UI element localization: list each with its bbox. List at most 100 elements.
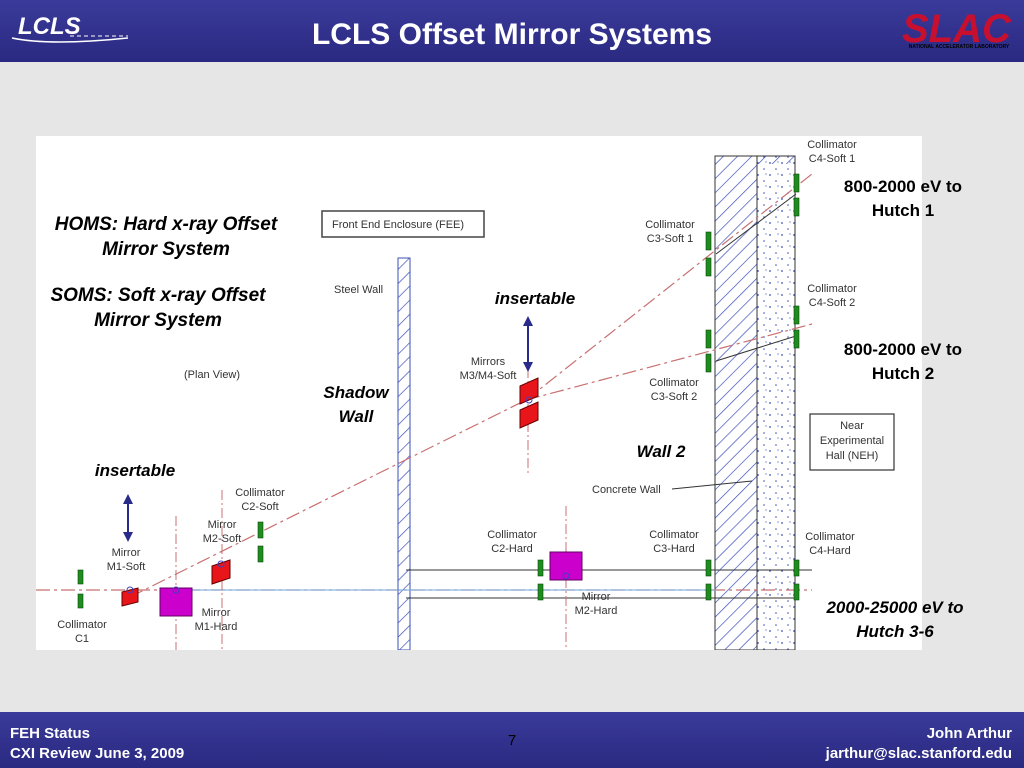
concrete-wall-label: Concrete Wall <box>592 484 661 496</box>
collimator-c3-soft2-a <box>705 329 712 349</box>
m1hard-label-2: M1-Hard <box>195 621 238 633</box>
m2soft-label-1: Mirror <box>208 519 237 531</box>
soft1-channel <box>715 193 797 255</box>
concrete-wall-hatch <box>714 155 758 651</box>
c2hard-label-1: Collimator <box>487 529 537 541</box>
slac-logo: SLAC <box>902 7 1012 51</box>
mirror-m1-soft <box>121 587 139 607</box>
soms-note: SOMS: Soft x-ray Offset Mirror System <box>50 285 266 331</box>
insertable-label-upper: insertable <box>494 289 576 308</box>
footer-review-date: CXI Review June 3, 2009 <box>10 745 185 762</box>
lcls-logo: LCLS <box>11 13 129 43</box>
m1soft-label-1: Mirror <box>112 547 141 559</box>
collimator-c4-soft2-a <box>793 305 800 325</box>
footer-email: jarthur@slac.stanford.edu <box>825 745 1012 762</box>
lcls-logo-text: LCLS <box>18 13 81 40</box>
collimator-c4-soft1-a <box>793 173 800 193</box>
c3soft1-label-2: C3-Soft 1 <box>647 233 693 245</box>
mirror-m34-pivot <box>525 396 533 404</box>
hutch36-note: 2000-25000 eV to Hutch 3-6 <box>826 598 964 641</box>
collimator-c2-hard-a <box>537 559 544 577</box>
m2hard-label-1: Mirror <box>582 591 611 603</box>
c3hard-label-1: Collimator <box>649 529 699 541</box>
collimator-c4-hard-b <box>793 583 800 601</box>
mirror-m2-hard <box>549 551 583 581</box>
collimator-c3-soft1-a <box>705 231 712 251</box>
hutch2-note: 800-2000 eV to Hutch 2 <box>843 340 963 383</box>
footer-author: John Arthur <box>926 725 1012 742</box>
neh-label-1: Near <box>840 420 864 432</box>
concrete-wall-pointer <box>671 480 753 490</box>
m2hard-label-2: M2-Hard <box>575 605 618 617</box>
collimator-c3-soft1-b <box>705 257 712 277</box>
soft2-channel <box>715 335 797 362</box>
mirror-m1-hard-pivot <box>172 586 180 594</box>
collimator-c2-soft-b <box>257 545 264 563</box>
c1-label-1: Collimator <box>57 619 107 631</box>
c3soft2-label-1: Collimator <box>649 377 699 389</box>
neh-box <box>809 413 895 471</box>
c2soft-label-1: Collimator <box>235 487 285 499</box>
concrete-wall-top <box>757 156 795 164</box>
c4soft2-label-2: C4-Soft 2 <box>809 297 855 309</box>
mirror-m4-soft <box>519 401 539 429</box>
fee-box <box>321 210 485 238</box>
c4hard-label-2: C4-Hard <box>809 545 851 557</box>
beam-soft-hutch1 <box>525 173 813 401</box>
collimator-c4-hard-a <box>793 559 800 577</box>
mirror-m3-soft <box>519 377 539 405</box>
header-bar: LCLS LCLS Offset Mirror Systems SLAC NAT… <box>0 0 1024 62</box>
insertable-label-left: insertable <box>94 461 176 480</box>
page-number: 7 <box>507 732 517 749</box>
mirror-system-diagram: Front End Enclosure (FEE) (Plan View) St… <box>36 136 922 651</box>
c4soft1-label-1: Collimator <box>807 139 857 151</box>
c4soft1-label-2: C4-Soft 1 <box>809 153 855 165</box>
m34-label-1: Mirrors <box>471 356 506 368</box>
neh-label-2: Experimental <box>820 435 884 447</box>
steel-wall <box>397 257 411 651</box>
shadow-wall-label: Shadow Wall <box>323 383 389 426</box>
wall2-label: Wall 2 <box>636 442 686 461</box>
fee-label: Front End Enclosure (FEE) <box>332 219 464 231</box>
c3soft2-label-2: C3-Soft 2 <box>651 391 697 403</box>
collimator-c2-soft-a <box>257 521 264 539</box>
footer-bar: FEH Status CXI Review June 3, 2009 7 Joh… <box>0 712 1024 768</box>
mirror-m1-soft-pivot <box>126 586 134 594</box>
m1soft-label-2: M1-Soft <box>107 561 146 573</box>
mirror-m2-soft-pivot <box>217 560 225 568</box>
c1-label-2: C1 <box>75 633 89 645</box>
c3hard-label-2: C3-Hard <box>653 543 695 555</box>
steel-wall-label: Steel Wall <box>334 284 383 296</box>
c2hard-label-2: C2-Hard <box>491 543 533 555</box>
collimator-c4-soft1-b <box>793 197 800 217</box>
c2soft-label-2: C2-Soft <box>241 501 278 513</box>
footer-left: FEH Status CXI Review June 3, 2009 <box>10 724 184 764</box>
collimator-c3-soft2-b <box>705 353 712 373</box>
insertable-arrow-m34 <box>523 316 533 372</box>
c4soft2-label-1: Collimator <box>807 283 857 295</box>
m1hard-label-1: Mirror <box>202 607 231 619</box>
plan-view-label: (Plan View) <box>184 369 240 381</box>
footer-right: John Arthur jarthur@slac.stanford.edu <box>826 724 1012 764</box>
c3soft1-label-1: Collimator <box>645 219 695 231</box>
mirror-m2-hard-pivot <box>562 572 570 580</box>
c4hard-label-1: Collimator <box>805 531 855 543</box>
slac-logo-text: SLAC <box>902 7 1012 51</box>
neh-label-3: Hall (NEH) <box>826 450 879 462</box>
hutch1-note: 800-2000 eV to Hutch 1 <box>843 177 963 220</box>
plan-view-diagram: Front End Enclosure (FEE) (Plan View) St… <box>36 139 895 651</box>
footer-event: FEH Status <box>10 725 91 742</box>
slac-logo-subtitle: NATIONAL ACCELERATOR LABORATORY <box>908 44 1010 50</box>
m2soft-label-2: M2-Soft <box>203 533 242 545</box>
concrete-wall-dots <box>756 155 796 651</box>
page-title: LCLS Offset Mirror Systems <box>311 18 713 51</box>
mirror-m2-soft <box>211 559 231 585</box>
beam-soft-main <box>129 399 527 598</box>
insertable-arrow-m1 <box>123 494 133 542</box>
m34-label-2: M3/M4-Soft <box>460 370 517 382</box>
collimator-c1-a <box>77 569 84 585</box>
collimator-c3-hard-a <box>705 559 712 577</box>
collimator-c2-hard-b <box>537 583 544 601</box>
collimator-c1-b <box>77 593 84 609</box>
collimator-c3-hard-b <box>705 583 712 601</box>
